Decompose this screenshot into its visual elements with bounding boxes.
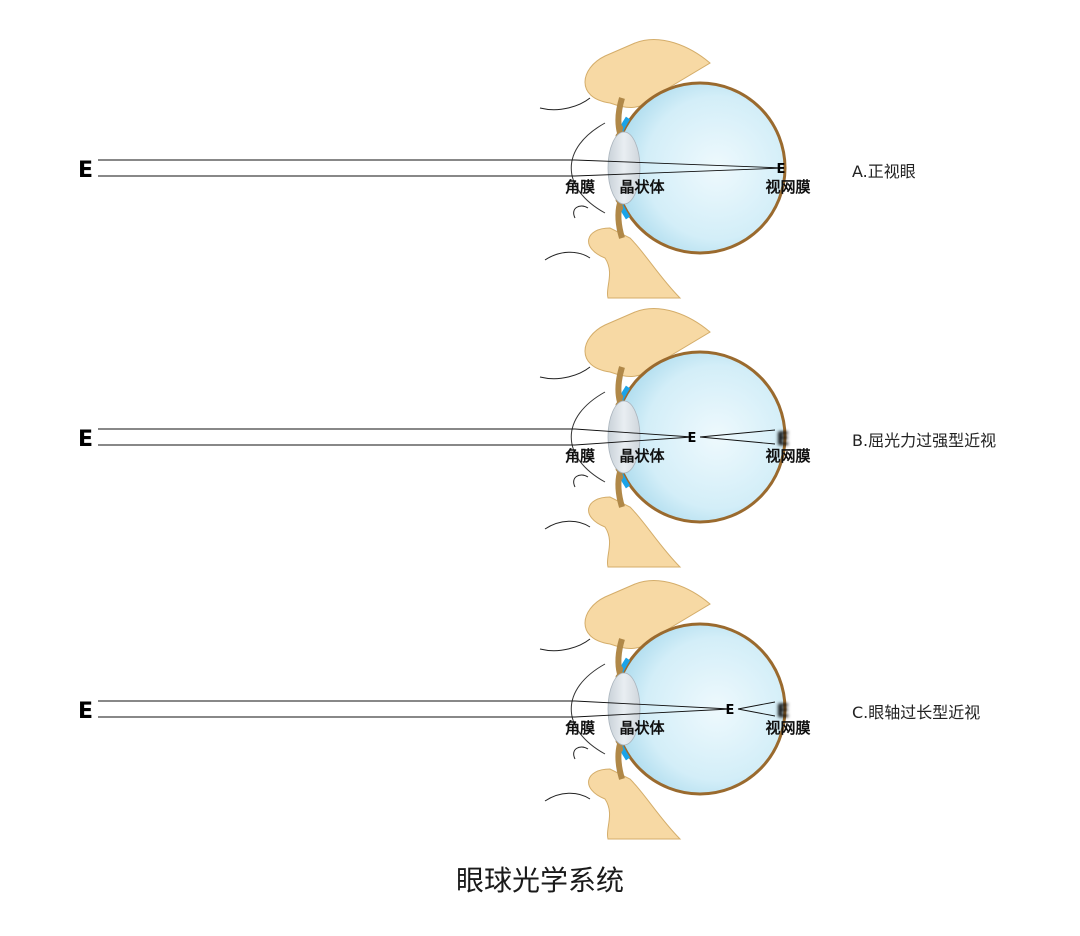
lower-lash-line: [545, 521, 590, 529]
lower-lash-curl: [574, 206, 588, 218]
upper-lash-line: [540, 639, 590, 651]
panel-caption: A.正视眼: [852, 162, 916, 181]
iris-upper: [618, 639, 622, 674]
cornea-label: 角膜: [565, 178, 595, 196]
retina-label: 视网膜: [765, 447, 810, 465]
retina-label: 视网膜: [765, 719, 810, 737]
lower-lash-line: [545, 793, 590, 801]
iris-lower: [618, 203, 622, 238]
diagram-title: 眼球光学系统: [456, 864, 624, 897]
panel-caption: C.眼轴过长型近视: [852, 703, 980, 722]
lens-label: 晶状体: [619, 719, 665, 737]
cornea-outline: [571, 392, 605, 482]
cornea-outline: [571, 664, 605, 754]
lens-label: 晶状体: [619, 178, 665, 196]
focal-image-e: E: [688, 431, 697, 446]
cornea-outline: [571, 123, 605, 213]
lower-lash-line: [545, 252, 590, 260]
retina-label: 视网膜: [765, 178, 810, 196]
object-e-symbol: E: [78, 158, 93, 183]
cornea-label: 角膜: [565, 447, 595, 465]
object-e-symbol: E: [78, 699, 93, 724]
object-e-symbol: E: [78, 427, 93, 452]
cornea-label: 角膜: [565, 719, 595, 737]
lens-label: 晶状体: [619, 447, 665, 465]
focal-image-e: E: [726, 703, 735, 718]
eyeball: [615, 83, 785, 253]
iris-lower: [618, 472, 622, 507]
lower-lash-curl: [574, 475, 588, 487]
panel-a: E E 角膜 晶状体 视网膜 A.正视眼: [78, 40, 916, 298]
iris-upper: [618, 98, 622, 133]
iris-lower: [618, 744, 622, 779]
eyeball: [615, 624, 785, 794]
upper-lash-line: [540, 367, 590, 379]
retina-image-e: E: [777, 162, 786, 177]
panel-caption: B.屈光力过强型近视: [852, 431, 996, 450]
iris-upper: [618, 367, 622, 402]
lower-lash-curl: [574, 747, 588, 759]
upper-lash-line: [540, 98, 590, 110]
